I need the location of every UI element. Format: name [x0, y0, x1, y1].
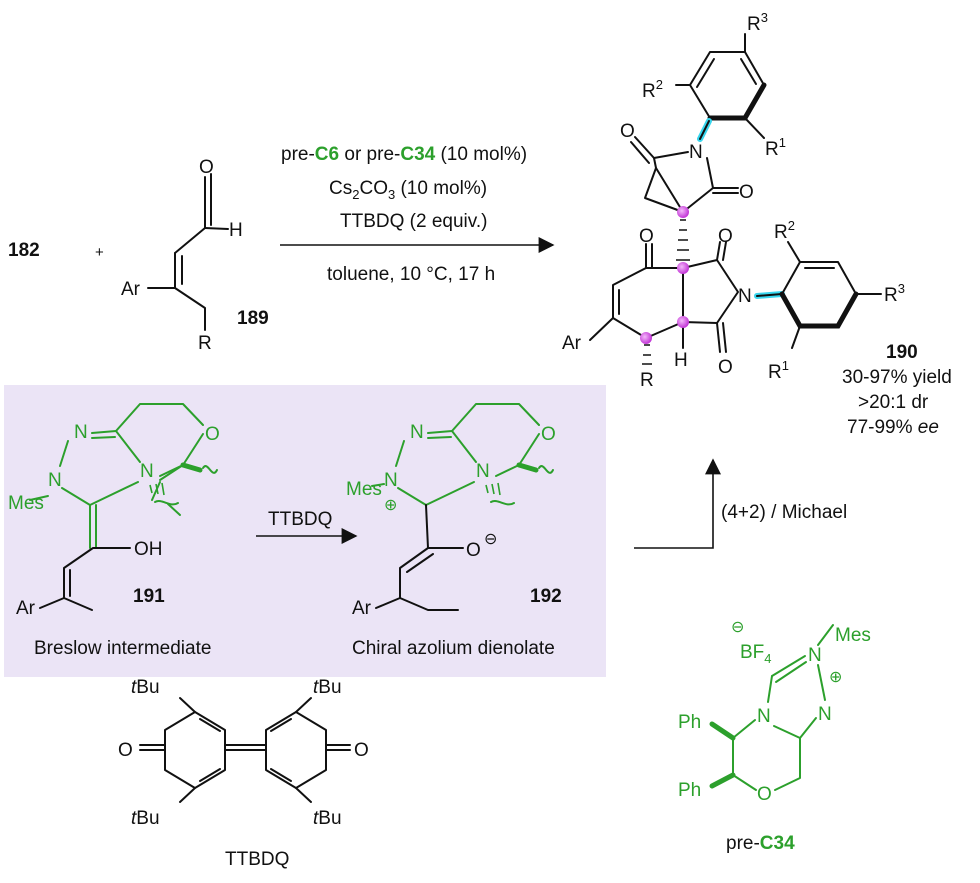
c34-ph-1: Ph: [678, 712, 701, 733]
int192-minus: ⊖: [484, 531, 497, 548]
condition-line-1: pre-C6 or pre-C34 (10 mol%): [281, 144, 527, 165]
intermediate-191-structure: N N N O Mes OH Ar: [8, 403, 220, 619]
catalyst-label: pre-C34: [726, 833, 795, 854]
r2-right: R2: [774, 218, 795, 243]
ttbdq-tbu-4: tBu: [313, 808, 342, 829]
product-ar: Ar: [562, 333, 582, 354]
condition-line-4: toluene, 10 °C, 17 h: [327, 264, 495, 285]
ttbdq-structure: O O tBu tBu tBu tBu: [118, 677, 369, 829]
aryl-ar-label: Ar: [121, 279, 141, 300]
imide-o2: O: [718, 357, 733, 378]
aldehyde-189-structure: O H Ar R 189: [121, 157, 269, 354]
r3-top: R3: [747, 10, 768, 35]
c34-n3: N: [757, 706, 771, 727]
int191-name: Breslow intermediate: [34, 638, 211, 659]
ttbdq-tbu-3: tBu: [131, 808, 160, 829]
ttbdq-label: TTBDQ: [225, 849, 289, 870]
c34-plus: ⊕: [829, 669, 842, 686]
int191-n3: N: [140, 461, 154, 482]
product-ee: 77-99% ee: [847, 417, 939, 438]
int191-o: O: [205, 424, 220, 445]
c34-n-plus: N: [808, 645, 822, 666]
ttbdq-o-left: O: [118, 740, 133, 761]
product-190-structure: R3 R2 R1 N O O O Ar R H O O N: [562, 10, 905, 391]
int191-oh: OH: [134, 539, 163, 560]
succinimide-n-atom: N: [689, 142, 703, 163]
r3-right: R3: [884, 281, 905, 306]
int191-ar: Ar: [16, 598, 36, 619]
stereocenter-marker: [677, 316, 689, 328]
intermediate-192-structure: N N N O Mes ⊕ O ⊖ Ar: [346, 403, 556, 619]
mechanism-box: [4, 385, 606, 677]
succinimide-o2: O: [739, 182, 754, 203]
int192-ar: Ar: [352, 598, 372, 619]
product-h: H: [674, 350, 688, 371]
michael-step-arrow: [634, 458, 721, 549]
int192-o-minus: O: [466, 540, 481, 561]
int192-plus: ⊕: [384, 497, 397, 514]
aldehyde-h-atom: H: [229, 220, 243, 241]
plus-sign: +: [95, 244, 104, 261]
stereocenter-marker: [677, 262, 689, 274]
int192-label: 192: [530, 586, 562, 607]
ttbdq-tbu-2: tBu: [313, 677, 342, 698]
int191-n2: N: [48, 470, 62, 491]
int191-label: 191: [133, 586, 165, 607]
condition-line-3: TTBDQ (2 equiv.): [340, 211, 487, 232]
product-190-label: 190: [886, 342, 918, 363]
condition-line-2: Cs2CO3 (10 mol%): [329, 178, 487, 202]
c34-counterion-minus: ⊖: [731, 619, 744, 636]
int192-mes: Mes: [346, 479, 382, 500]
ttbdq-o-right: O: [354, 740, 369, 761]
int192-n3: N: [476, 461, 490, 482]
r-group-label: R: [198, 333, 212, 354]
mechanism-arrow-label: TTBDQ: [268, 509, 332, 530]
pre-c34-structure: ⊖ BF4 Mes N ⊕ N N O Ph Ph: [678, 619, 871, 805]
imide-n-atom: N: [738, 286, 752, 307]
r2-top: R2: [642, 77, 663, 102]
c34-bf4: BF4: [740, 642, 772, 666]
int192-name: Chiral azolium dienolate: [352, 638, 555, 659]
ketone-o: O: [639, 226, 654, 247]
stereocenter-marker: [677, 206, 689, 218]
product-r: R: [640, 370, 654, 391]
succinimide-o1: O: [620, 121, 635, 142]
stereocenter-marker: [640, 332, 652, 344]
product-yield: 30-97% yield: [842, 367, 952, 388]
ttbdq-tbu-1: tBu: [131, 677, 160, 698]
c34-mes: Mes: [835, 625, 871, 646]
int191-n1: N: [74, 422, 88, 443]
c34-ph-2: Ph: [678, 780, 701, 801]
product-dr: >20:1 dr: [858, 392, 929, 413]
reactant-189-label: 189: [237, 308, 269, 329]
int192-n1: N: [410, 422, 424, 443]
r1-top: R1: [765, 135, 786, 160]
r1-right: R1: [768, 358, 789, 383]
int192-n2: N: [384, 470, 398, 491]
reactant-182-label: 182: [8, 240, 40, 261]
int191-mes: Mes: [8, 493, 44, 514]
c34-n2: N: [818, 704, 832, 725]
c34-o: O: [757, 784, 772, 805]
michael-step-label: (4+2) / Michael: [721, 502, 847, 523]
int192-o: O: [541, 424, 556, 445]
aldehyde-o-atom: O: [199, 157, 214, 178]
imide-o1: O: [718, 226, 733, 247]
